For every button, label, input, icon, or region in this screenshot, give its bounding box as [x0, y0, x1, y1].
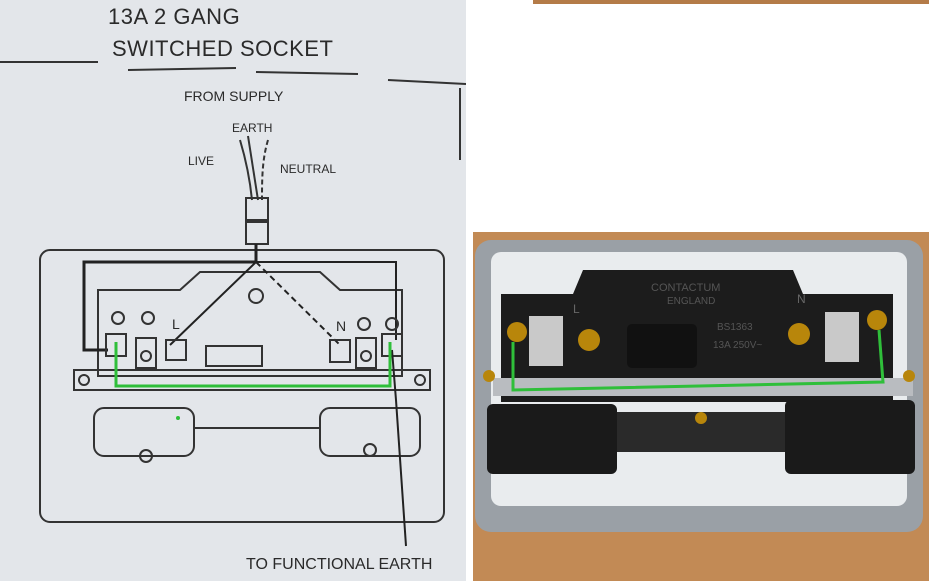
diagram-title-line1: 13A 2 GANG: [108, 4, 241, 29]
functional-earth-label: TO FUNCTIONAL EARTH: [246, 556, 433, 573]
earth-label: EARTH: [232, 121, 273, 135]
socket-back-drawing: [473, 232, 929, 581]
brand-line2: ENGLAND: [667, 296, 716, 307]
photo-strip: [533, 0, 929, 4]
terminal-l-label: L: [172, 316, 180, 332]
neutral-label: NEUTRAL: [280, 162, 337, 176]
from-supply-label: FROM SUPPLY: [184, 88, 284, 104]
rating-label: 13A 250V~: [713, 340, 763, 351]
photo-terminal-n-label: N: [797, 292, 806, 306]
brand-line1: CONTACTUM: [651, 282, 721, 294]
diagram-drawing: [0, 61, 466, 547]
live-label: LIVE: [188, 154, 215, 168]
standard-label: BS1363: [717, 322, 753, 333]
socket-photo: CONTACTUM ENGLAND BS1363 13A 250V~ L N: [473, 232, 929, 581]
wiring-diagram: 13A 2 GANG SWITCHED SOCKET FROM SUPPLY E…: [0, 0, 466, 581]
photo-terminal-l-label: L: [573, 302, 580, 316]
diagram-title-line2: SWITCHED SOCKET: [112, 36, 334, 61]
terminal-n-label: N: [336, 318, 347, 334]
